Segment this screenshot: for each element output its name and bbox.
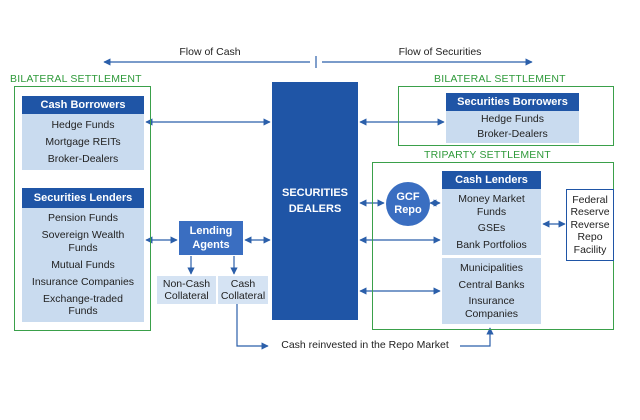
- cash-collateral-line2: Collateral: [220, 290, 266, 302]
- bilateral-settlement-left-frame: [14, 86, 151, 331]
- cash-borrowers-list: Hedge Funds Mortgage REITs Broker-Dealer…: [22, 114, 144, 170]
- fed-facility-line: Repo: [577, 231, 603, 244]
- reinvest-right-arrow: [460, 327, 494, 347]
- non-cash-collateral-line2: Collateral: [164, 290, 209, 302]
- list-item: Hedge Funds: [51, 118, 115, 131]
- fed-facility-line: Reserve: [570, 206, 610, 219]
- reinvest-left-arrow: [236, 304, 269, 350]
- list-item: Municipalities: [459, 262, 524, 274]
- list-item: Central Banks: [458, 278, 525, 291]
- list-item: Hedge Funds: [480, 113, 545, 126]
- securities-dealers-line2: DEALERS: [288, 203, 342, 215]
- securities-dealers-line1: SECURITIES: [281, 187, 348, 199]
- list-item: Insurance Companies: [31, 275, 135, 288]
- list-item: Sovereign Wealth Funds: [41, 229, 125, 254]
- fed-reverse-repo-facility-box: Federal Reserve Reverse Repo Facility: [566, 189, 614, 261]
- non-cash-collateral-line1: Non-Cash: [162, 277, 211, 290]
- cash-borrowers-header: Cash Borrowers: [22, 96, 144, 114]
- securities-lenders-list: Pension Funds Sovereign Wealth Funds Mut…: [22, 208, 144, 322]
- securities-dealers-box: SECURITIES DEALERS: [272, 82, 358, 320]
- triparty-settlement-label: TRIPARTY SETTLEMENT: [424, 149, 551, 161]
- cash-collateral-box: Cash Collateral: [218, 276, 268, 304]
- gcf-repo-line1: GCF: [396, 191, 420, 203]
- fed-facility-line: Federal: [572, 193, 608, 206]
- list-item: Exchange-traded Funds: [43, 292, 123, 318]
- list-item: Bank Portfolios: [456, 238, 527, 251]
- non-cash-collateral-box: Non-Cash Collateral: [157, 276, 216, 304]
- bilateral-settlement-right-label: BILATERAL SETTLEMENT: [434, 73, 566, 85]
- list-item: Broker-Dealers: [47, 152, 119, 165]
- fed-facility-line: Reverse: [570, 218, 610, 231]
- bilateral-settlement-right-frame: [398, 86, 614, 146]
- cash-lenders-header: Cash Lenders: [442, 171, 541, 189]
- cash-lenders-group2: Municipalities Central Banks Insurance C…: [442, 258, 541, 324]
- list-item: Broker-Dealers: [477, 128, 548, 141]
- list-item: Mutual Funds: [51, 258, 115, 271]
- lending-agents-line1: Lending: [189, 225, 233, 237]
- securities-lenders-header: Securities Lenders: [22, 188, 144, 208]
- securities-borrowers-header: Securities Borrowers: [446, 93, 579, 111]
- lending-agents-box: Lending Agents: [179, 221, 243, 255]
- list-item: Insurance Companies: [464, 295, 519, 320]
- flow-of-cash-label: Flow of Cash: [179, 46, 241, 58]
- securities-borrowers-list: Hedge Funds Broker-Dealers: [446, 111, 579, 143]
- list-item: Pension Funds: [47, 212, 119, 225]
- list-item: Money Market Funds: [458, 193, 525, 218]
- list-item: GSEs: [477, 222, 506, 234]
- list-item: Mortgage REITs: [45, 135, 121, 148]
- fed-facility-line: Facility: [573, 243, 607, 256]
- cash-collateral-line1: Cash: [230, 277, 256, 290]
- gcf-repo-line2: Repo: [394, 204, 422, 216]
- bilateral-settlement-left-label: BILATERAL SETTLEMENT: [10, 73, 142, 85]
- gcf-repo-circle: GCF Repo: [386, 182, 430, 226]
- cash-reinvested-label: Cash reinvested in the Repo Market: [281, 339, 449, 351]
- cash-lenders-group1: Money Market Funds GSEs Bank Portfolios: [442, 189, 541, 255]
- lending-agents-line2: Agents: [192, 239, 230, 251]
- flow-of-securities-label: Flow of Securities: [398, 46, 482, 58]
